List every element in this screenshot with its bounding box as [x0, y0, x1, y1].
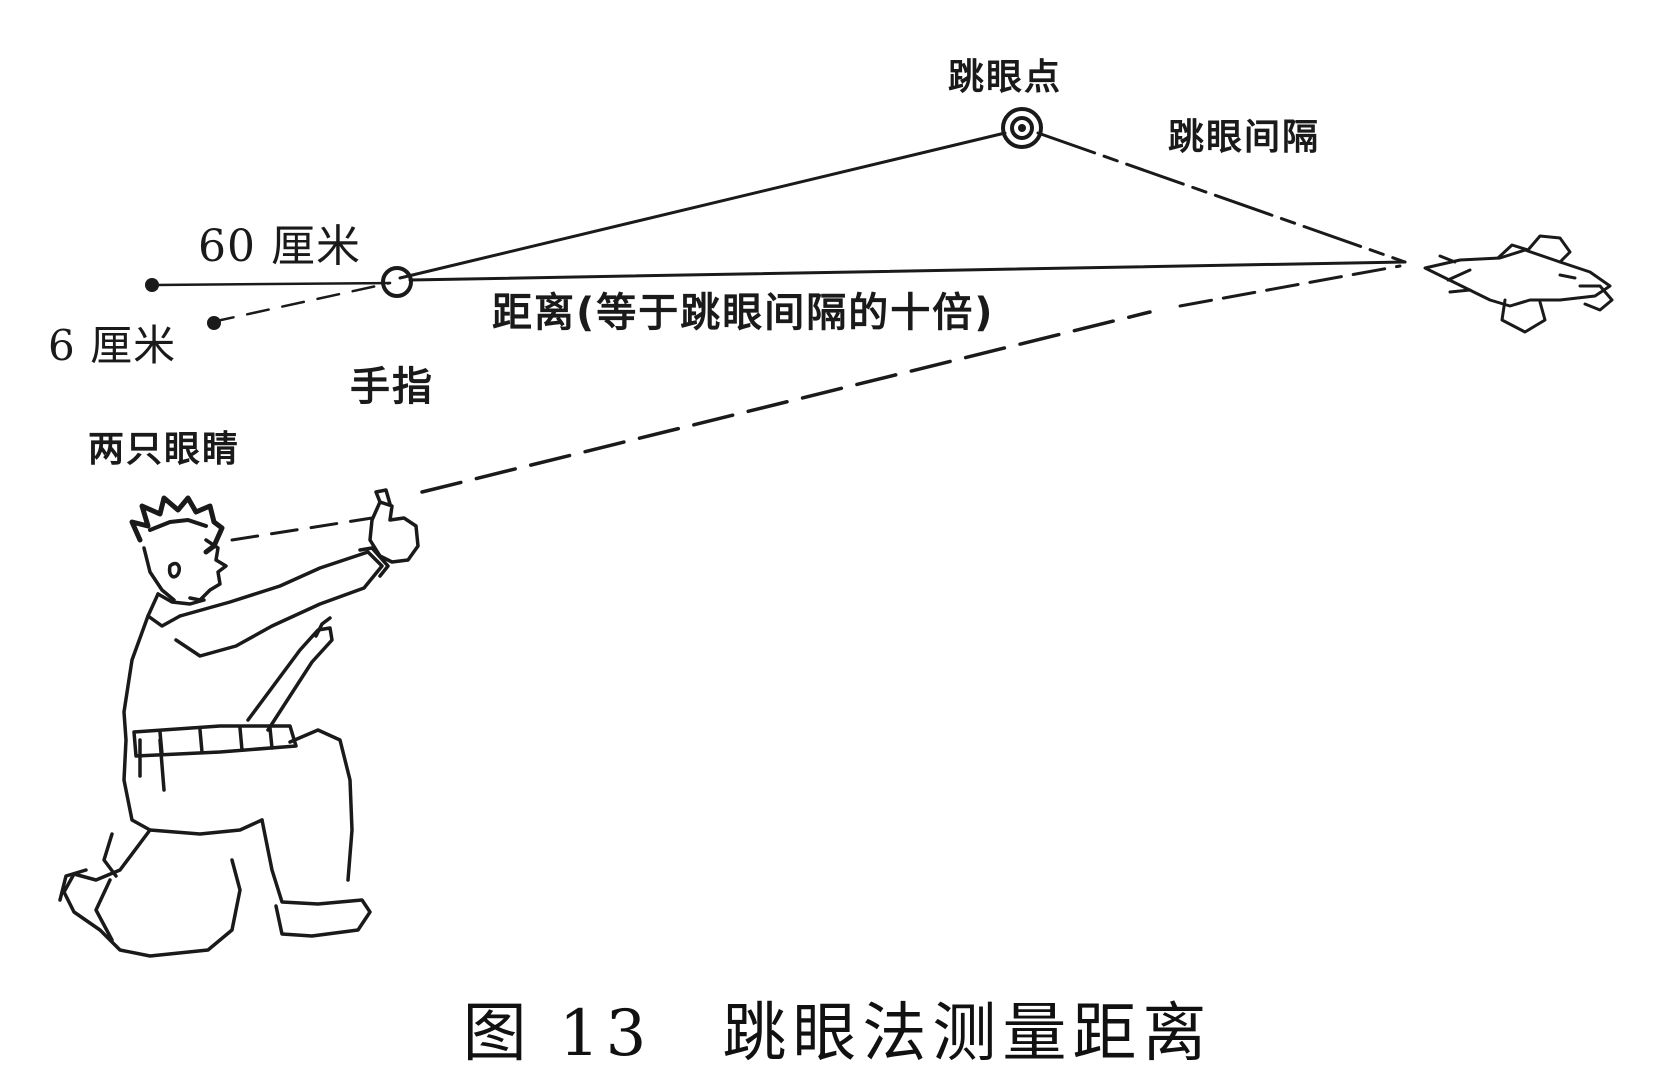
finger-label: 手指: [350, 364, 434, 410]
figure-caption: 图 13 跳眼法测量距离: [462, 997, 1213, 1071]
distance-label: 距离(等于跳眼间隔的十倍): [492, 290, 995, 336]
eye-dot-upper: [145, 278, 159, 292]
kneeling-soldier-figure: [58, 488, 420, 958]
eye-to-finger-line: [153, 281, 392, 287]
finger-circle: [381, 266, 413, 298]
target-sight-dashed-line: [420, 310, 1152, 494]
aircraft-icon: [1423, 234, 1614, 334]
eye-offset-dashed-line: [210, 281, 392, 324]
jump-interval-line: [1036, 131, 1407, 264]
finger-to-jump-point-line: [398, 131, 1007, 280]
jump-point-label: 跳眼点: [948, 57, 1063, 98]
finger-to-target-line: [408, 260, 1407, 282]
eye-to-thumb-dashed-line: [230, 516, 374, 542]
sixty-cm-label: 60 厘米: [198, 221, 361, 272]
two-eyes-label: 两只眼睛: [88, 429, 241, 470]
jump-point-target-icon: [1001, 107, 1043, 149]
target-sight-dashed-upper: [1178, 264, 1402, 308]
six-cm-label: 6 厘米: [48, 321, 177, 370]
jump-interval-label: 跳眼间隔: [1168, 117, 1321, 158]
eye-dot-lower: [207, 316, 221, 330]
